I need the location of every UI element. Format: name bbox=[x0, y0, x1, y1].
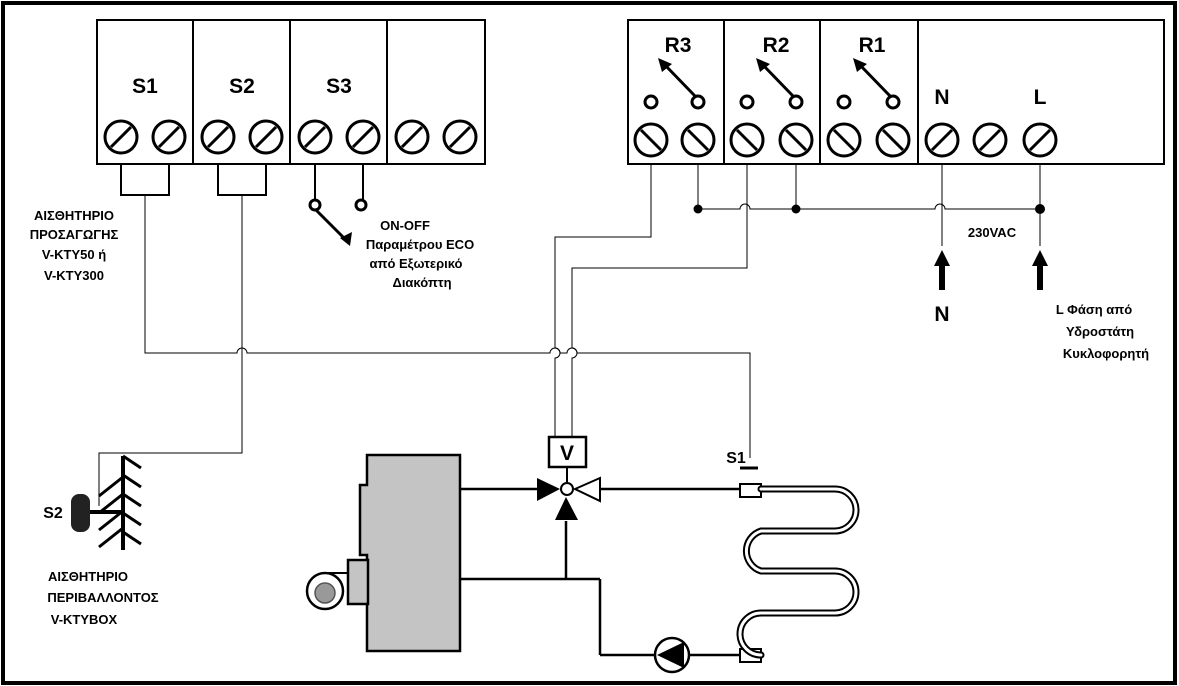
relay-label-r2: R2 bbox=[763, 34, 790, 57]
ambient-sensor-probe bbox=[71, 494, 90, 532]
terminal-label-s1: S1 bbox=[132, 75, 158, 98]
s1-sensor-loop bbox=[120, 163, 170, 196]
supply-sensor-label: ΠΡΟΣΑΓΩΓΗΣ bbox=[30, 227, 119, 242]
power-label-l: L bbox=[1034, 86, 1047, 109]
underfloor-heating-loop bbox=[736, 483, 860, 663]
s2-sensor-loop bbox=[217, 163, 267, 196]
screw-terminal-icon bbox=[297, 119, 333, 155]
left-screw-terminals bbox=[103, 119, 478, 155]
circulation-pump-icon bbox=[653, 636, 691, 674]
eco-switch-label: Διακόπτη bbox=[392, 275, 451, 290]
screw-terminal-icon bbox=[972, 122, 1008, 158]
power-label-n: N bbox=[934, 86, 949, 109]
relay-contact-icon bbox=[836, 58, 901, 110]
left-terminal-block: S1 S2 S3 bbox=[96, 19, 486, 196]
screw-terminal-icon bbox=[729, 122, 765, 158]
ambient-sensor-tag: S2 bbox=[43, 505, 63, 522]
right-terminal-block: R3 R2 R1 N L bbox=[627, 19, 1165, 165]
valve-port-icon bbox=[572, 476, 601, 503]
screw-terminal-icon bbox=[394, 119, 430, 155]
valve-port-icon bbox=[555, 497, 578, 520]
terminal-label-s3: S3 bbox=[326, 75, 352, 98]
relay-label-r1: R1 bbox=[859, 34, 886, 57]
phase-feed-label: Υδροστάτη bbox=[1066, 324, 1134, 339]
screw-terminal-icon bbox=[633, 122, 669, 158]
eco-switch-label: ON-OFF bbox=[380, 218, 430, 233]
valve-port-icon bbox=[537, 478, 560, 501]
eco-switch-label: Παραμέτρου ECO bbox=[366, 237, 474, 252]
ambient-sensor-label: V-KTYBOX bbox=[51, 612, 118, 627]
screw-terminal-icon bbox=[200, 119, 236, 155]
terminal-label-s2: S2 bbox=[229, 75, 255, 98]
screw-terminal-icon bbox=[1022, 122, 1058, 158]
right-screw-terminals bbox=[633, 122, 1058, 158]
screw-terminal-icon bbox=[151, 119, 187, 155]
pipework bbox=[460, 487, 740, 657]
screw-terminal-icon bbox=[680, 122, 716, 158]
boiler-body bbox=[358, 453, 462, 653]
screw-terminal-icon bbox=[778, 122, 814, 158]
phase-feed-label: L Φάση από bbox=[1056, 302, 1132, 317]
eco-switch-label: από Εξωτερικό bbox=[370, 256, 463, 271]
neutral-feed-label: N bbox=[934, 303, 949, 326]
valve-label: V bbox=[560, 442, 574, 465]
phase-feed-label: Κυκλοφορητή bbox=[1063, 346, 1149, 361]
mixing-valve: V bbox=[537, 435, 601, 520]
relay-contact-icon bbox=[739, 58, 804, 110]
relay-label-r3: R3 bbox=[665, 34, 692, 57]
ambient-sensor-label: ΠΕΡΙΒΑΛΛΟΝΤΟΣ bbox=[47, 590, 158, 605]
arrow-up-icon bbox=[934, 250, 950, 290]
burner-housing bbox=[346, 558, 370, 606]
ambient-sensor bbox=[71, 454, 142, 550]
supply-sensor-label: V-KTY300 bbox=[44, 268, 104, 283]
supply-sensor-label: ΑΙΣΘΗΤΗΡΙΟ bbox=[34, 208, 114, 223]
screw-terminal-icon bbox=[442, 119, 478, 155]
relay-contact-icon bbox=[643, 58, 706, 110]
wiring bbox=[98, 164, 1045, 506]
supply-voltage-label: 230VAC bbox=[968, 225, 1017, 240]
screw-terminal-icon bbox=[875, 122, 911, 158]
eco-external-switch bbox=[308, 164, 368, 246]
arrow-up-icon bbox=[1032, 250, 1048, 290]
supply-sensor-label: V-KTY50 ή bbox=[42, 247, 106, 262]
screw-terminal-icon bbox=[826, 122, 862, 158]
screw-terminal-icon bbox=[345, 119, 381, 155]
ambient-sensor-label: ΑΙΣΘΗΤΗΡΙΟ bbox=[48, 569, 128, 584]
screw-terminal-icon bbox=[103, 119, 139, 155]
boiler bbox=[305, 453, 462, 653]
screw-terminal-icon bbox=[924, 122, 960, 158]
flow-sensor-label: S1 bbox=[726, 450, 746, 467]
screw-terminal-icon bbox=[248, 119, 284, 155]
